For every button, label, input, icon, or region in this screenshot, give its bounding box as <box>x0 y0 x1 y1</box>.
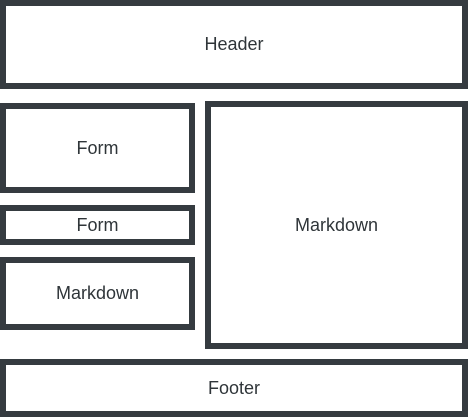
markdown-label: Markdown <box>55 283 140 303</box>
markdown-main-block: Markdown <box>205 101 468 349</box>
form-label: Form <box>76 137 119 158</box>
form-block: Form <box>0 103 195 193</box>
markdown-block: Markdown <box>0 257 195 330</box>
header-block: Header <box>0 0 468 89</box>
form-label: Form <box>76 214 119 235</box>
header-label: Header <box>204 34 264 54</box>
footer-label: Footer <box>207 377 261 398</box>
form-block: Form <box>0 205 195 245</box>
footer-block: Footer <box>0 359 468 417</box>
markdown-label: Markdown <box>294 214 379 235</box>
